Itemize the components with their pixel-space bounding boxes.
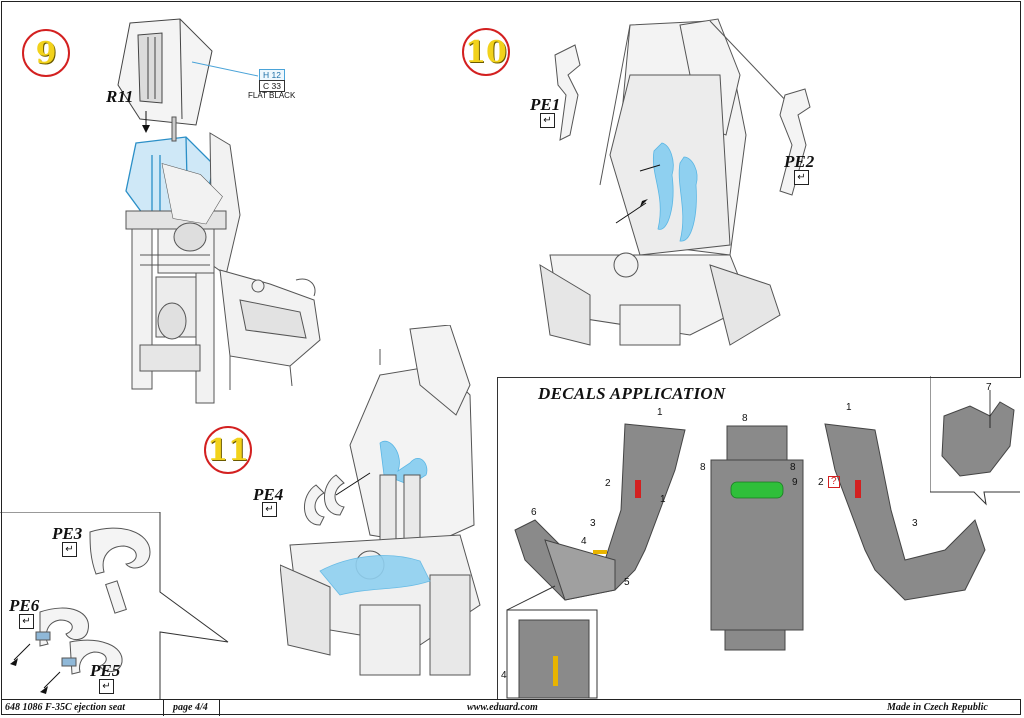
decal-views [506,423,986,699]
decal-number-1a: 1 [657,407,663,418]
part-pe3-label: PE3 [52,524,83,543]
step-9-marker: 9 [22,29,70,77]
pe1-check-icon: ↵ [540,113,555,128]
footer-url[interactable]: www.eduard.com [467,702,538,713]
pe1-placement-highlight [652,142,698,242]
decal-9-green [730,481,784,499]
step-9-number: 9 [35,35,57,71]
paint-code-c33: C 33 [259,80,285,92]
decal-7-detail-inset [930,376,1020,506]
pe1-part-icon [554,44,581,141]
seat-body-icon [125,116,241,404]
footer-page: page 4/4 [173,702,208,713]
part-pe1-label: PE1 [530,95,561,114]
pe3-part-icon [89,527,151,614]
step-10-number: 10 [465,34,507,70]
pe4-placement-highlight [379,440,428,486]
paint-code-h12: H 12 [259,69,285,81]
part-pe5-label: PE5 [90,661,121,680]
decal-number-2b: 2 [818,477,824,488]
decal-number-8c: 8 [790,462,796,473]
pe3-pe5-placement-highlight [319,555,431,596]
decal-number-4a: 4 [581,536,587,547]
part-pe6-label: PE6 [9,596,40,615]
seat-left-view-icon [514,423,686,601]
pe6-part-icon [35,607,89,647]
step-11-number: 11 [207,432,249,468]
step-9-seat-pan [219,269,321,390]
decal-number-1b: 1 [660,494,666,505]
pe6-check-icon: ↵ [19,614,34,629]
decal-number-7: 7 [986,382,992,393]
footer-product: 648 1086 F-35C ejection seat [5,702,125,713]
paint-name: FLAT BLACK [248,91,296,100]
decal-number-3b: 3 [912,518,918,529]
step-9-seat-drawing [117,18,241,404]
decal-number-5: 5 [624,577,630,588]
pe5-part-icon [61,639,123,675]
r11-headbox-icon [117,18,213,126]
decal-number-6: 6 [531,507,537,518]
part-pe2-label: PE2 [784,152,815,171]
decal-number-9: 9 [792,477,798,488]
pe4-part-icon [304,474,345,526]
step-11-seat-drawing [280,325,481,676]
step-10-marker: 10 [462,28,510,76]
decal-number-3a: 3 [590,518,596,529]
paint-leader-line [191,61,259,77]
decal-number-4b: 4 [501,670,507,681]
step-11-marker: 11 [204,426,252,474]
footer-divider [163,700,164,716]
pe3-check-icon: ↵ [62,542,77,557]
seat-right-view-icon [824,423,986,601]
footer-made-in: Made in Czech Republic [887,702,988,713]
seat-back-view-icon [710,425,804,651]
pe5-check-icon: ↵ [99,679,114,694]
decal-number-8a: 8 [742,413,748,424]
step-10-seat-drawing [539,18,811,346]
footer-bar: 648 1086 F-35C ejection seat page 4/4 ww… [1,699,1021,716]
footer-divider [219,700,220,716]
decal-number-unknown: ? [828,476,840,488]
part-r11-label: R11 [106,87,134,106]
pe2-check-icon: ↵ [794,170,809,185]
part-pe4-label: PE4 [253,485,284,504]
decals-title: DECALS APPLICATION [538,384,726,403]
decal-7-part-icon [941,401,1015,477]
harness-detail-inset [0,512,229,699]
pe4-check-icon: ↵ [262,502,277,517]
decal-number-1c: 1 [846,402,852,413]
decal-number-8b: 8 [700,462,706,473]
decal-number-2a: 2 [605,478,611,489]
